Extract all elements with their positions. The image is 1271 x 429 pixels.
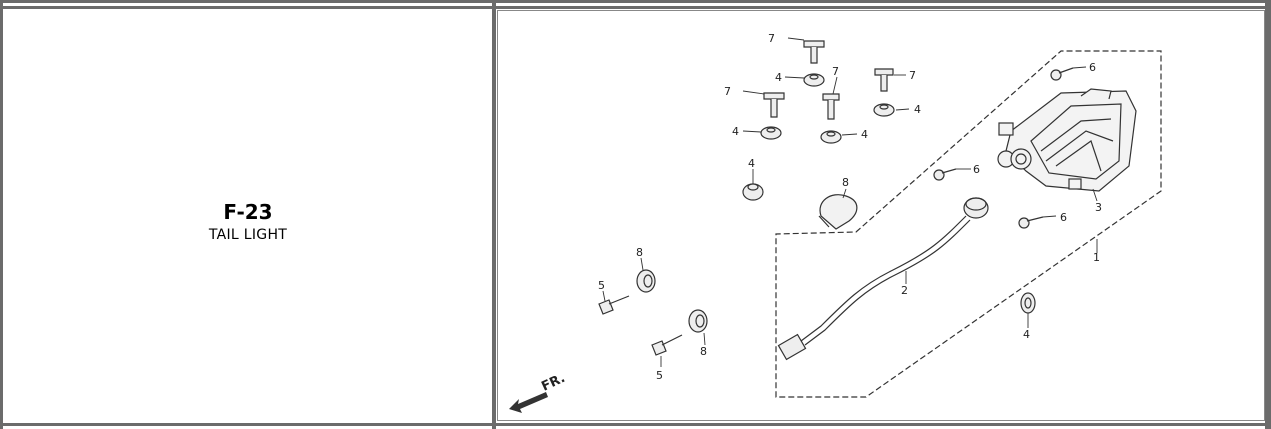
right-border [1265, 0, 1269, 429]
front-direction-label: FR. [539, 371, 567, 395]
front-direction-arrow-icon [509, 392, 548, 413]
washer-icon [742, 73, 1036, 314]
callout-2: 2 [901, 284, 908, 297]
assembly-outline [775, 50, 1162, 398]
callout-4: 4 [775, 71, 782, 84]
socket-wire-harness-icon [777, 197, 989, 361]
mounting-bolt-icon [598, 295, 683, 356]
callout-7: 7 [832, 65, 839, 78]
parts-diagram: 1 2 3 4 4 4 4 4 4 5 5 6 6 6 7 7 7 7 8 8 … [497, 10, 1265, 421]
callout-7: 7 [768, 32, 775, 45]
callout-6: 6 [1089, 61, 1096, 74]
callout-6: 6 [1060, 211, 1067, 224]
leader-lines [602, 37, 1098, 367]
callout-4: 4 [861, 128, 868, 141]
callout-8: 8 [636, 246, 643, 259]
tail-light-housing-icon [997, 88, 1137, 192]
callout-4: 4 [914, 103, 921, 116]
callout-4: 4 [1023, 328, 1030, 341]
row-bottom-border [0, 423, 1271, 426]
screw-icon [933, 67, 1074, 229]
section-name: TAIL LIGHT [208, 227, 288, 243]
callout-1: 1 [1093, 251, 1100, 264]
callout-7: 7 [909, 69, 916, 82]
callout-8: 8 [700, 345, 707, 358]
exploded-view: 1 2 3 4 4 4 4 4 4 5 5 6 6 6 7 7 7 7 8 8 … [509, 32, 1162, 413]
row-top-border [0, 6, 1271, 9]
callout-8: 8 [842, 176, 849, 189]
section-code: F-23 [223, 200, 273, 224]
callout-6: 6 [973, 163, 980, 176]
callout-5: 5 [598, 279, 605, 292]
callout-5: 5 [656, 369, 663, 382]
callout-3: 3 [1095, 201, 1102, 214]
hex-bolt-icon [763, 40, 894, 120]
column-divider [492, 0, 496, 429]
callout-4: 4 [748, 157, 755, 170]
callout-7: 7 [724, 85, 731, 98]
bulb-icon [818, 194, 858, 230]
section-cell: F-23 TAIL LIGHT [4, 6, 492, 420]
grommet-icon [636, 269, 708, 333]
callout-4: 4 [732, 125, 739, 138]
